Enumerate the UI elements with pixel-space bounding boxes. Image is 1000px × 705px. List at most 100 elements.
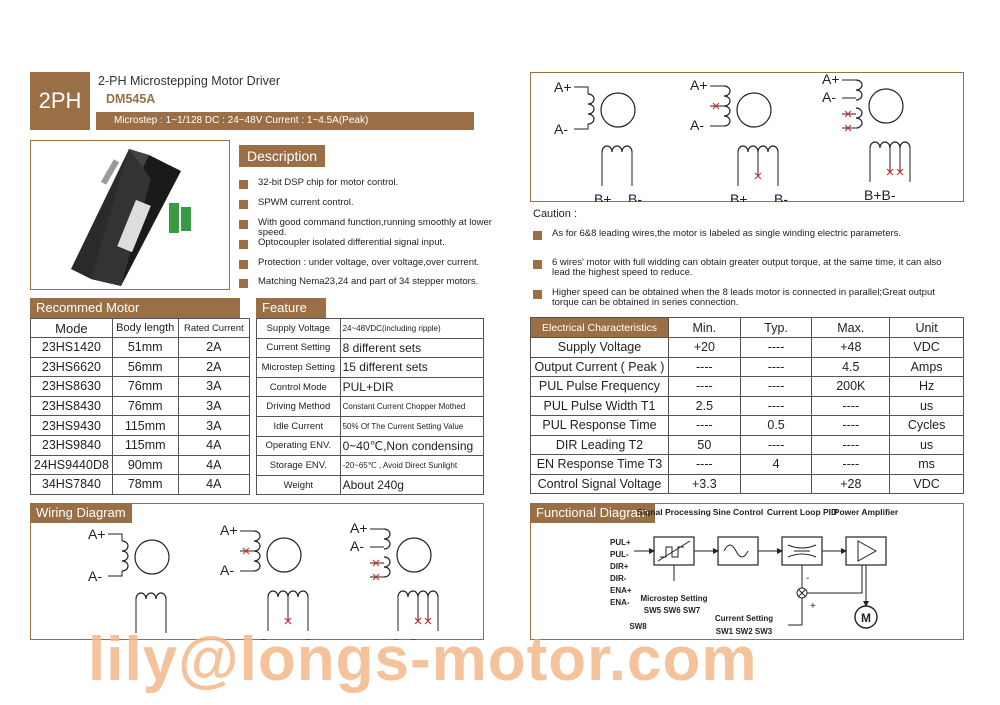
table-cell: 4A [177, 474, 251, 495]
sine-glyph [723, 544, 749, 558]
table-cell: Min. [667, 317, 741, 338]
feature-label: Microstep Setting [256, 357, 341, 378]
description-heading: Description [239, 145, 326, 167]
table-cell: 2A [177, 356, 251, 378]
feature-value: PUL+DIR [339, 376, 485, 398]
diagram-line [889, 148, 901, 172]
wiring-diagrams: A+A-B+B-A+A-B+B-A+A-B+B- [88, 520, 439, 640]
table-cell: +28 [811, 473, 891, 494]
diagram-label: B+ [730, 191, 748, 202]
spec-bar: Microstep : 1~1/128 DC : 24~48V Current … [96, 112, 474, 130]
input-label: PUL- [610, 550, 629, 559]
description-bullet [239, 240, 248, 249]
description-item: SPWM current control. [258, 197, 354, 208]
table-cell: +48 [811, 337, 891, 358]
table-cell: 115mm [111, 415, 179, 436]
diagram-label: A- [350, 538, 364, 554]
table-cell: 3A [177, 376, 251, 397]
winding-coil [855, 79, 863, 101]
diagram-label: A+ [220, 522, 238, 538]
table-row: PUL Response Time----0.5----Cycles [530, 415, 964, 436]
table-cell: Mode [30, 318, 113, 338]
diagram-line [601, 152, 633, 186]
table-cell [739, 473, 813, 494]
diagram-label: A+ [822, 72, 840, 87]
diagram-line [135, 599, 167, 633]
feature-value: 50% Of The Current Setting Value [339, 415, 485, 437]
table-cell: PUL Pulse Frequency [530, 376, 669, 397]
table-row: EN Response Time T3----4----ms [530, 454, 964, 475]
motor-wiring-panel [530, 72, 964, 202]
unused-wire-mark [712, 102, 720, 110]
table-cell: ms [889, 454, 964, 475]
unused-wire-mark [754, 172, 762, 180]
table-cell: 3A [177, 395, 251, 417]
table-row: Operating ENV.0~40℃,Non condensing [256, 435, 485, 457]
email-watermark: lily@longs-motor.com [88, 625, 758, 694]
table-cell: Max. [811, 317, 891, 338]
description-bullet [239, 279, 248, 288]
caution-item: 6 wires' motor with full widding can obt… [552, 257, 942, 278]
winding-coil [383, 528, 391, 550]
table-cell: Unit [889, 317, 964, 338]
table-cell: 23HS1420 [30, 337, 113, 358]
description-item: Optocoupler isolated differential signal… [258, 237, 445, 248]
diagram-label: A- [554, 121, 568, 137]
table-cell: ---- [667, 376, 741, 397]
table-cell: 200K [811, 376, 891, 397]
table-cell: VDC [889, 337, 964, 358]
table-cell: 4 [739, 454, 813, 475]
model-name: DM545A [106, 92, 156, 106]
table-cell: 115mm [111, 434, 179, 456]
diagram-line [370, 528, 384, 578]
winding-coil [601, 145, 633, 153]
table-cell: ---- [811, 454, 891, 475]
unused-wire-mark [372, 559, 380, 567]
functional-heading: Functional Diagram [530, 503, 655, 523]
microstep-label: Microstep Setting [640, 594, 707, 603]
table-cell: 4A [177, 454, 251, 476]
diagram-label: B- [162, 638, 176, 640]
plus-sign: + [810, 601, 816, 612]
diagram-label: A- [822, 89, 836, 105]
input-label: DIR- [610, 574, 627, 583]
table-cell: Rated Current [177, 318, 251, 338]
unused-wire-mark [896, 168, 904, 176]
table-cell: ---- [811, 415, 891, 436]
table-cell: 51mm [111, 337, 179, 358]
unused-wire-mark [284, 617, 292, 625]
block-label: Current Loop PID [767, 507, 837, 517]
table-cell: DIR Leading T2 [530, 434, 669, 455]
feature-label: Idle Current [256, 415, 341, 437]
table-cell: EN Response Time T3 [530, 454, 669, 475]
diagram-label: B+ [128, 638, 146, 640]
diagram-line [267, 597, 309, 631]
rotor-circle [600, 92, 636, 128]
table-cell: ---- [667, 356, 741, 377]
functional-panel: Functional Diagram [530, 503, 964, 640]
feature-value: 0~40℃,Non condensing [339, 435, 485, 457]
diagram-label: B+ [260, 636, 278, 640]
diagram-label: A+ [690, 77, 708, 93]
current-setting-label: Current Setting [715, 614, 773, 623]
input-label: PUL+ [610, 538, 631, 547]
table-cell: ---- [667, 454, 741, 475]
table-cell: Body length [111, 318, 179, 338]
winding-coil [135, 592, 167, 600]
description-bullet [239, 260, 248, 269]
unused-wire-mark [844, 124, 852, 132]
feature-label: Operating ENV. [256, 435, 341, 457]
table-cell: 23HS9430 [30, 415, 113, 436]
rotor-circle [134, 539, 170, 575]
diagram-label: B- [628, 191, 642, 202]
table-cell: 4.5 [811, 356, 891, 377]
